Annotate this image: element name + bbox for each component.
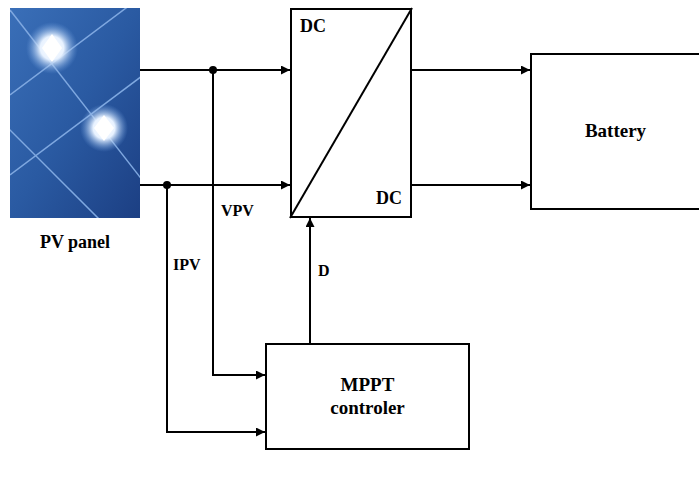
wire-arrow [140,70,265,375]
cell-diamond [42,34,62,62]
wire-arrow [412,69,530,71]
wire-arrow [309,218,311,343]
cell-glow [80,104,128,152]
cell-glow [26,22,78,74]
wire-arrow [140,185,265,432]
pv-panel-picture [0,0,150,240]
converter-output-label: DC [376,188,402,210]
converter-box: DC DC [290,8,412,218]
converter-diagonal [290,8,412,218]
converter-input-label: DC [300,16,326,38]
pv-panel: PV panel [10,8,140,218]
wire-arrow [412,184,530,186]
cell-diamond [94,115,114,141]
signal-name: VPV [221,202,254,220]
signal-name: IPV [173,256,201,274]
panel-ground [10,8,140,218]
signal-name: D [318,262,330,280]
controller-label: MPPT controler [313,374,423,420]
battery-label: Battery [585,120,646,143]
controller-box: MPPT controler [265,343,470,450]
battery-box: Battery [530,53,699,210]
panel-caption: PV panel [35,232,115,254]
cell-lines [10,8,140,218]
